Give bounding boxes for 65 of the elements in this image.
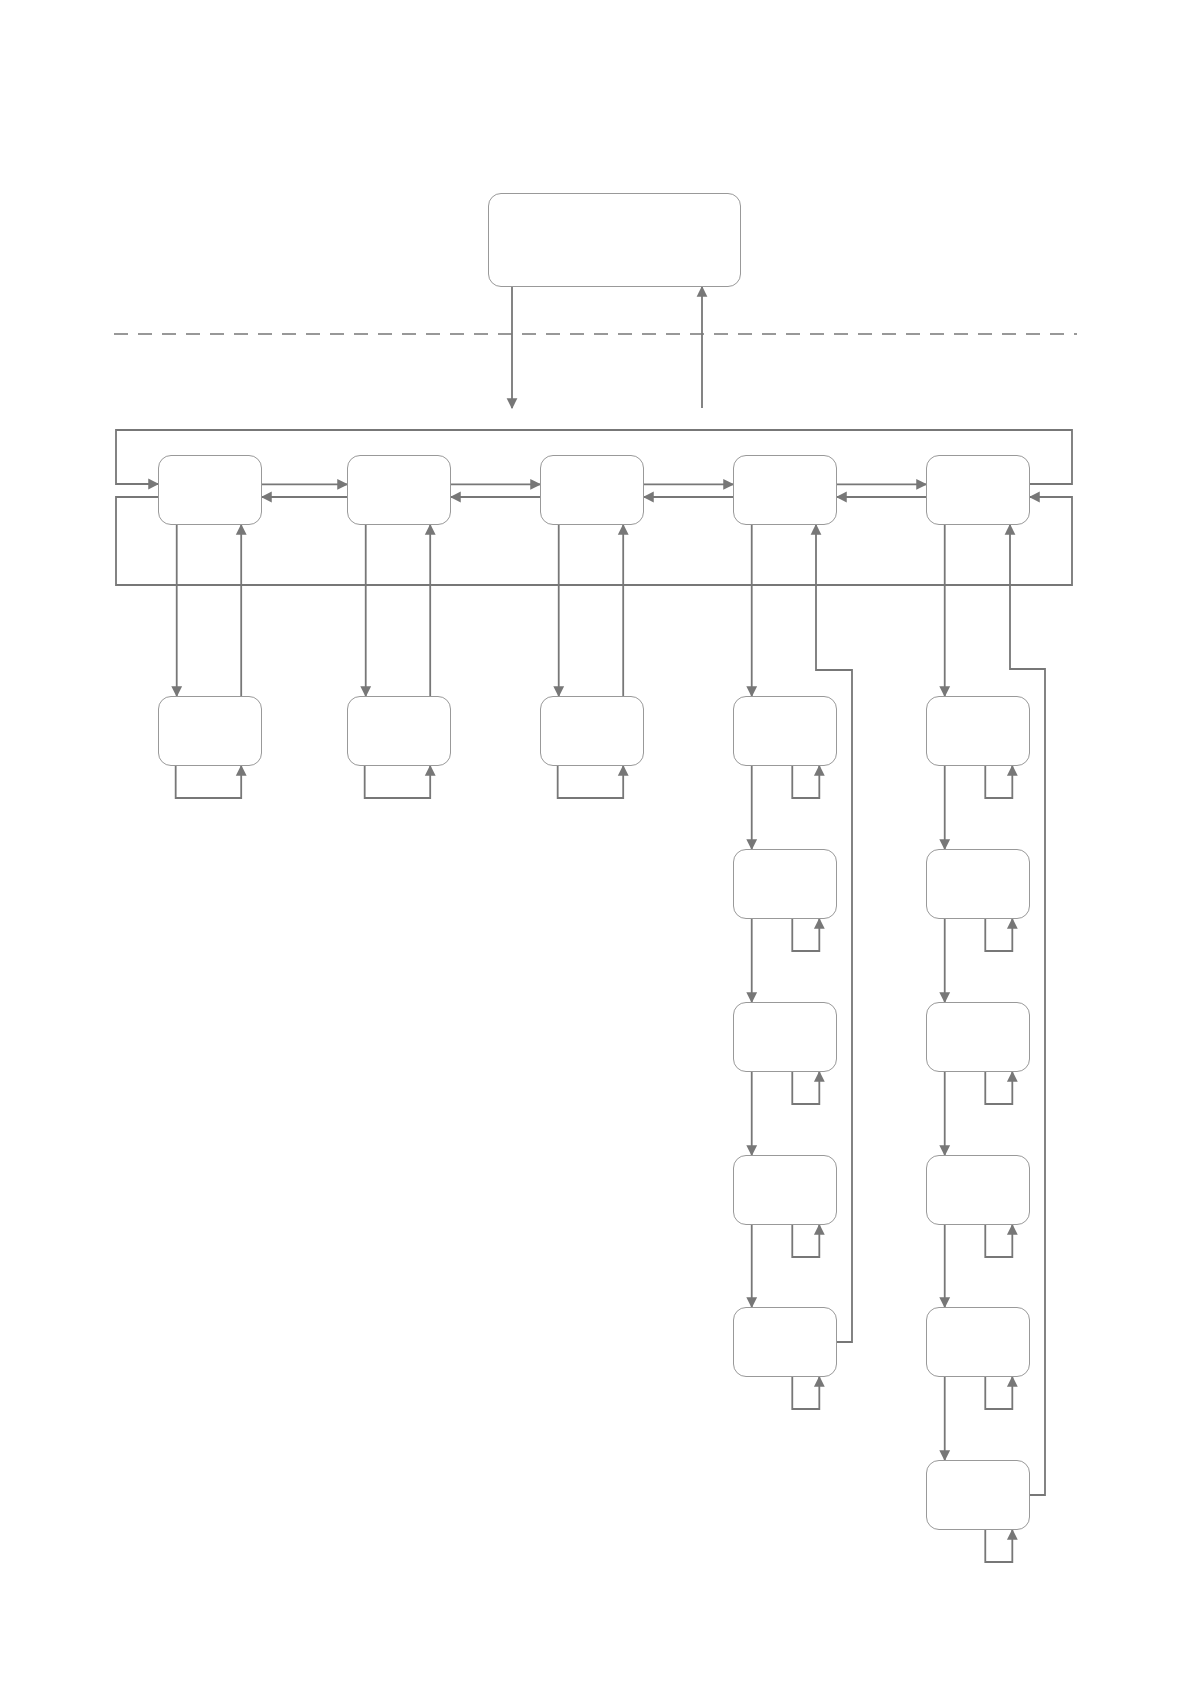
arrow (171, 524, 183, 698)
arrow (984, 917, 1018, 952)
empty-box (733, 1002, 837, 1072)
empty-box (926, 1155, 1030, 1225)
arrow (556, 764, 629, 799)
arrow (984, 1070, 1018, 1105)
arrow (791, 1375, 825, 1410)
empty-box (926, 455, 1030, 525)
arrow (746, 524, 758, 698)
arrow (261, 479, 349, 490)
empty-box (347, 696, 451, 766)
empty-box (926, 849, 1030, 919)
arrow (939, 1071, 951, 1157)
arrow (746, 1071, 758, 1157)
empty-box (733, 696, 837, 766)
arrow (115, 429, 1073, 490)
arrow (360, 524, 372, 698)
empty-box (733, 455, 837, 525)
empty-box (926, 696, 1030, 766)
arrow (553, 524, 565, 698)
empty-box (158, 455, 262, 525)
arrow (115, 491, 1073, 586)
arrow (617, 523, 629, 697)
arrow (746, 1224, 758, 1309)
arrow (643, 479, 735, 490)
arrow (746, 918, 758, 1004)
empty-box (926, 1460, 1030, 1530)
empty-box (733, 1307, 837, 1377)
arrow (642, 491, 734, 503)
arrow (836, 479, 928, 490)
arrow (791, 764, 825, 799)
arrow (174, 764, 247, 799)
arrow (939, 1376, 951, 1462)
arrow (835, 491, 927, 503)
arrow (363, 764, 436, 799)
arrow (1004, 523, 1046, 1496)
arrow (235, 523, 247, 697)
arrow (696, 285, 708, 409)
empty-box (158, 696, 262, 766)
arrow (791, 917, 825, 952)
arrow (984, 1528, 1018, 1563)
empty-box (488, 193, 741, 287)
arrow (424, 523, 436, 697)
arrow (810, 523, 853, 1343)
arrow (939, 524, 951, 698)
arrow (939, 765, 951, 851)
arrow (260, 491, 348, 503)
arrow (984, 764, 1018, 799)
empty-box (540, 455, 644, 525)
arrow (984, 1223, 1018, 1258)
empty-box (733, 849, 837, 919)
arrow (449, 491, 541, 503)
arrow (939, 918, 951, 1004)
empty-box (926, 1307, 1030, 1377)
arrow (791, 1223, 825, 1258)
arrow (791, 1070, 825, 1105)
arrow (450, 479, 542, 490)
empty-box (733, 1155, 837, 1225)
empty-box (347, 455, 451, 525)
arrow (746, 765, 758, 851)
empty-box (926, 1002, 1030, 1072)
empty-box (540, 696, 644, 766)
arrow (506, 286, 518, 410)
arrow (939, 1224, 951, 1309)
arrow (984, 1375, 1018, 1410)
